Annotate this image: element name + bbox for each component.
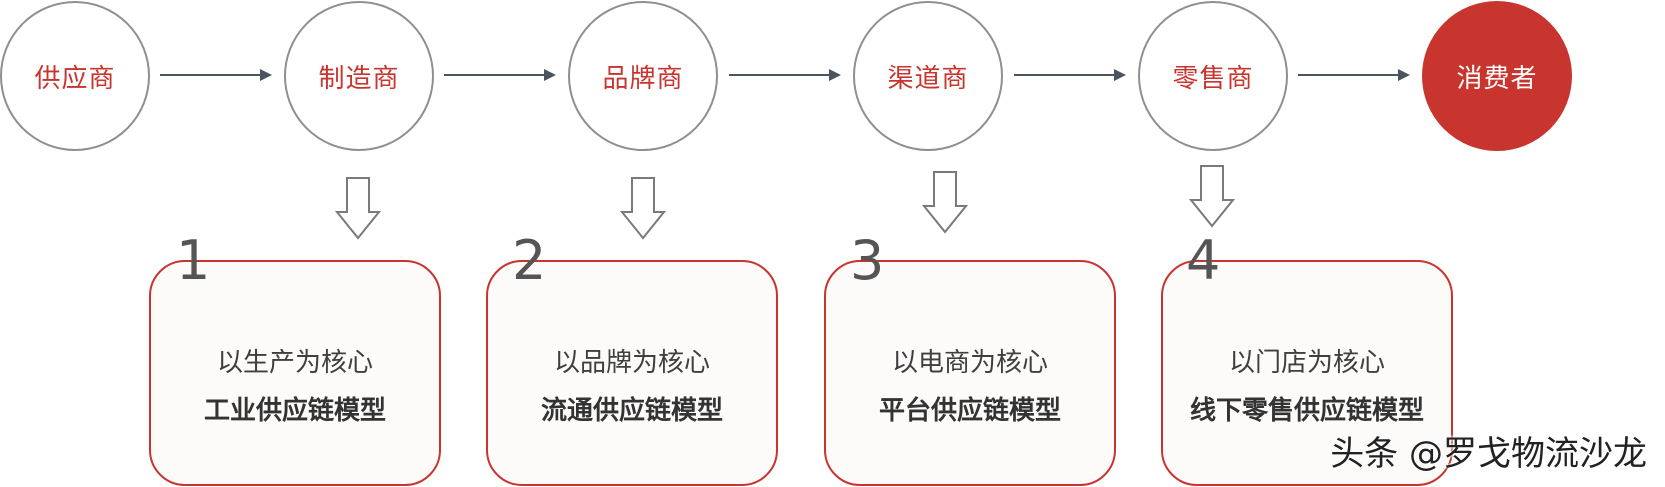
node-supplier: 供应商 xyxy=(0,1,150,151)
node-brand-owner: 品牌商 xyxy=(568,1,718,151)
flow-arrow-icon xyxy=(160,69,272,81)
model-name: 线下零售供应链模型 xyxy=(1189,396,1424,426)
node-consumer: 消费者 xyxy=(1422,1,1572,151)
model-card-offline-retail: 以门店为核心 线下零售供应链模型 xyxy=(1161,260,1453,486)
down-arrow-icon xyxy=(1189,165,1235,228)
down-arrow-icon xyxy=(620,177,666,240)
down-arrow-icon xyxy=(335,177,381,240)
model-name: 流通供应链模型 xyxy=(540,396,723,426)
model-name: 工业供应链模型 xyxy=(203,396,386,426)
down-arrow-icon xyxy=(922,171,968,234)
model-card-platform: 以电商为核心 平台供应链模型 xyxy=(824,260,1116,486)
model-focus: 以门店为核心 xyxy=(1228,348,1385,378)
model-focus: 以电商为核心 xyxy=(891,348,1048,378)
model-number: 2 xyxy=(512,229,547,292)
model-number: 1 xyxy=(176,229,211,292)
model-number: 4 xyxy=(1186,229,1221,292)
model-focus: 以品牌为核心 xyxy=(553,348,710,378)
node-manufacturer: 制造商 xyxy=(284,1,434,151)
model-card-distribution: 以品牌为核心 流通供应链模型 xyxy=(486,260,778,486)
flow-arrow-icon xyxy=(729,69,841,81)
flow-arrow-icon xyxy=(1298,69,1410,81)
flow-arrow-icon xyxy=(444,69,556,81)
flow-arrow-icon xyxy=(1014,69,1126,81)
model-name: 平台供应链模型 xyxy=(878,396,1061,426)
model-focus: 以生产为核心 xyxy=(216,348,373,378)
node-distributor: 渠道商 xyxy=(853,1,1003,151)
watermark: 头条 @罗戈物流沙龙 xyxy=(1330,434,1647,474)
model-number: 3 xyxy=(850,229,885,292)
node-retailer: 零售商 xyxy=(1138,1,1288,151)
model-card-industrial: 以生产为核心 工业供应链模型 xyxy=(149,260,441,486)
